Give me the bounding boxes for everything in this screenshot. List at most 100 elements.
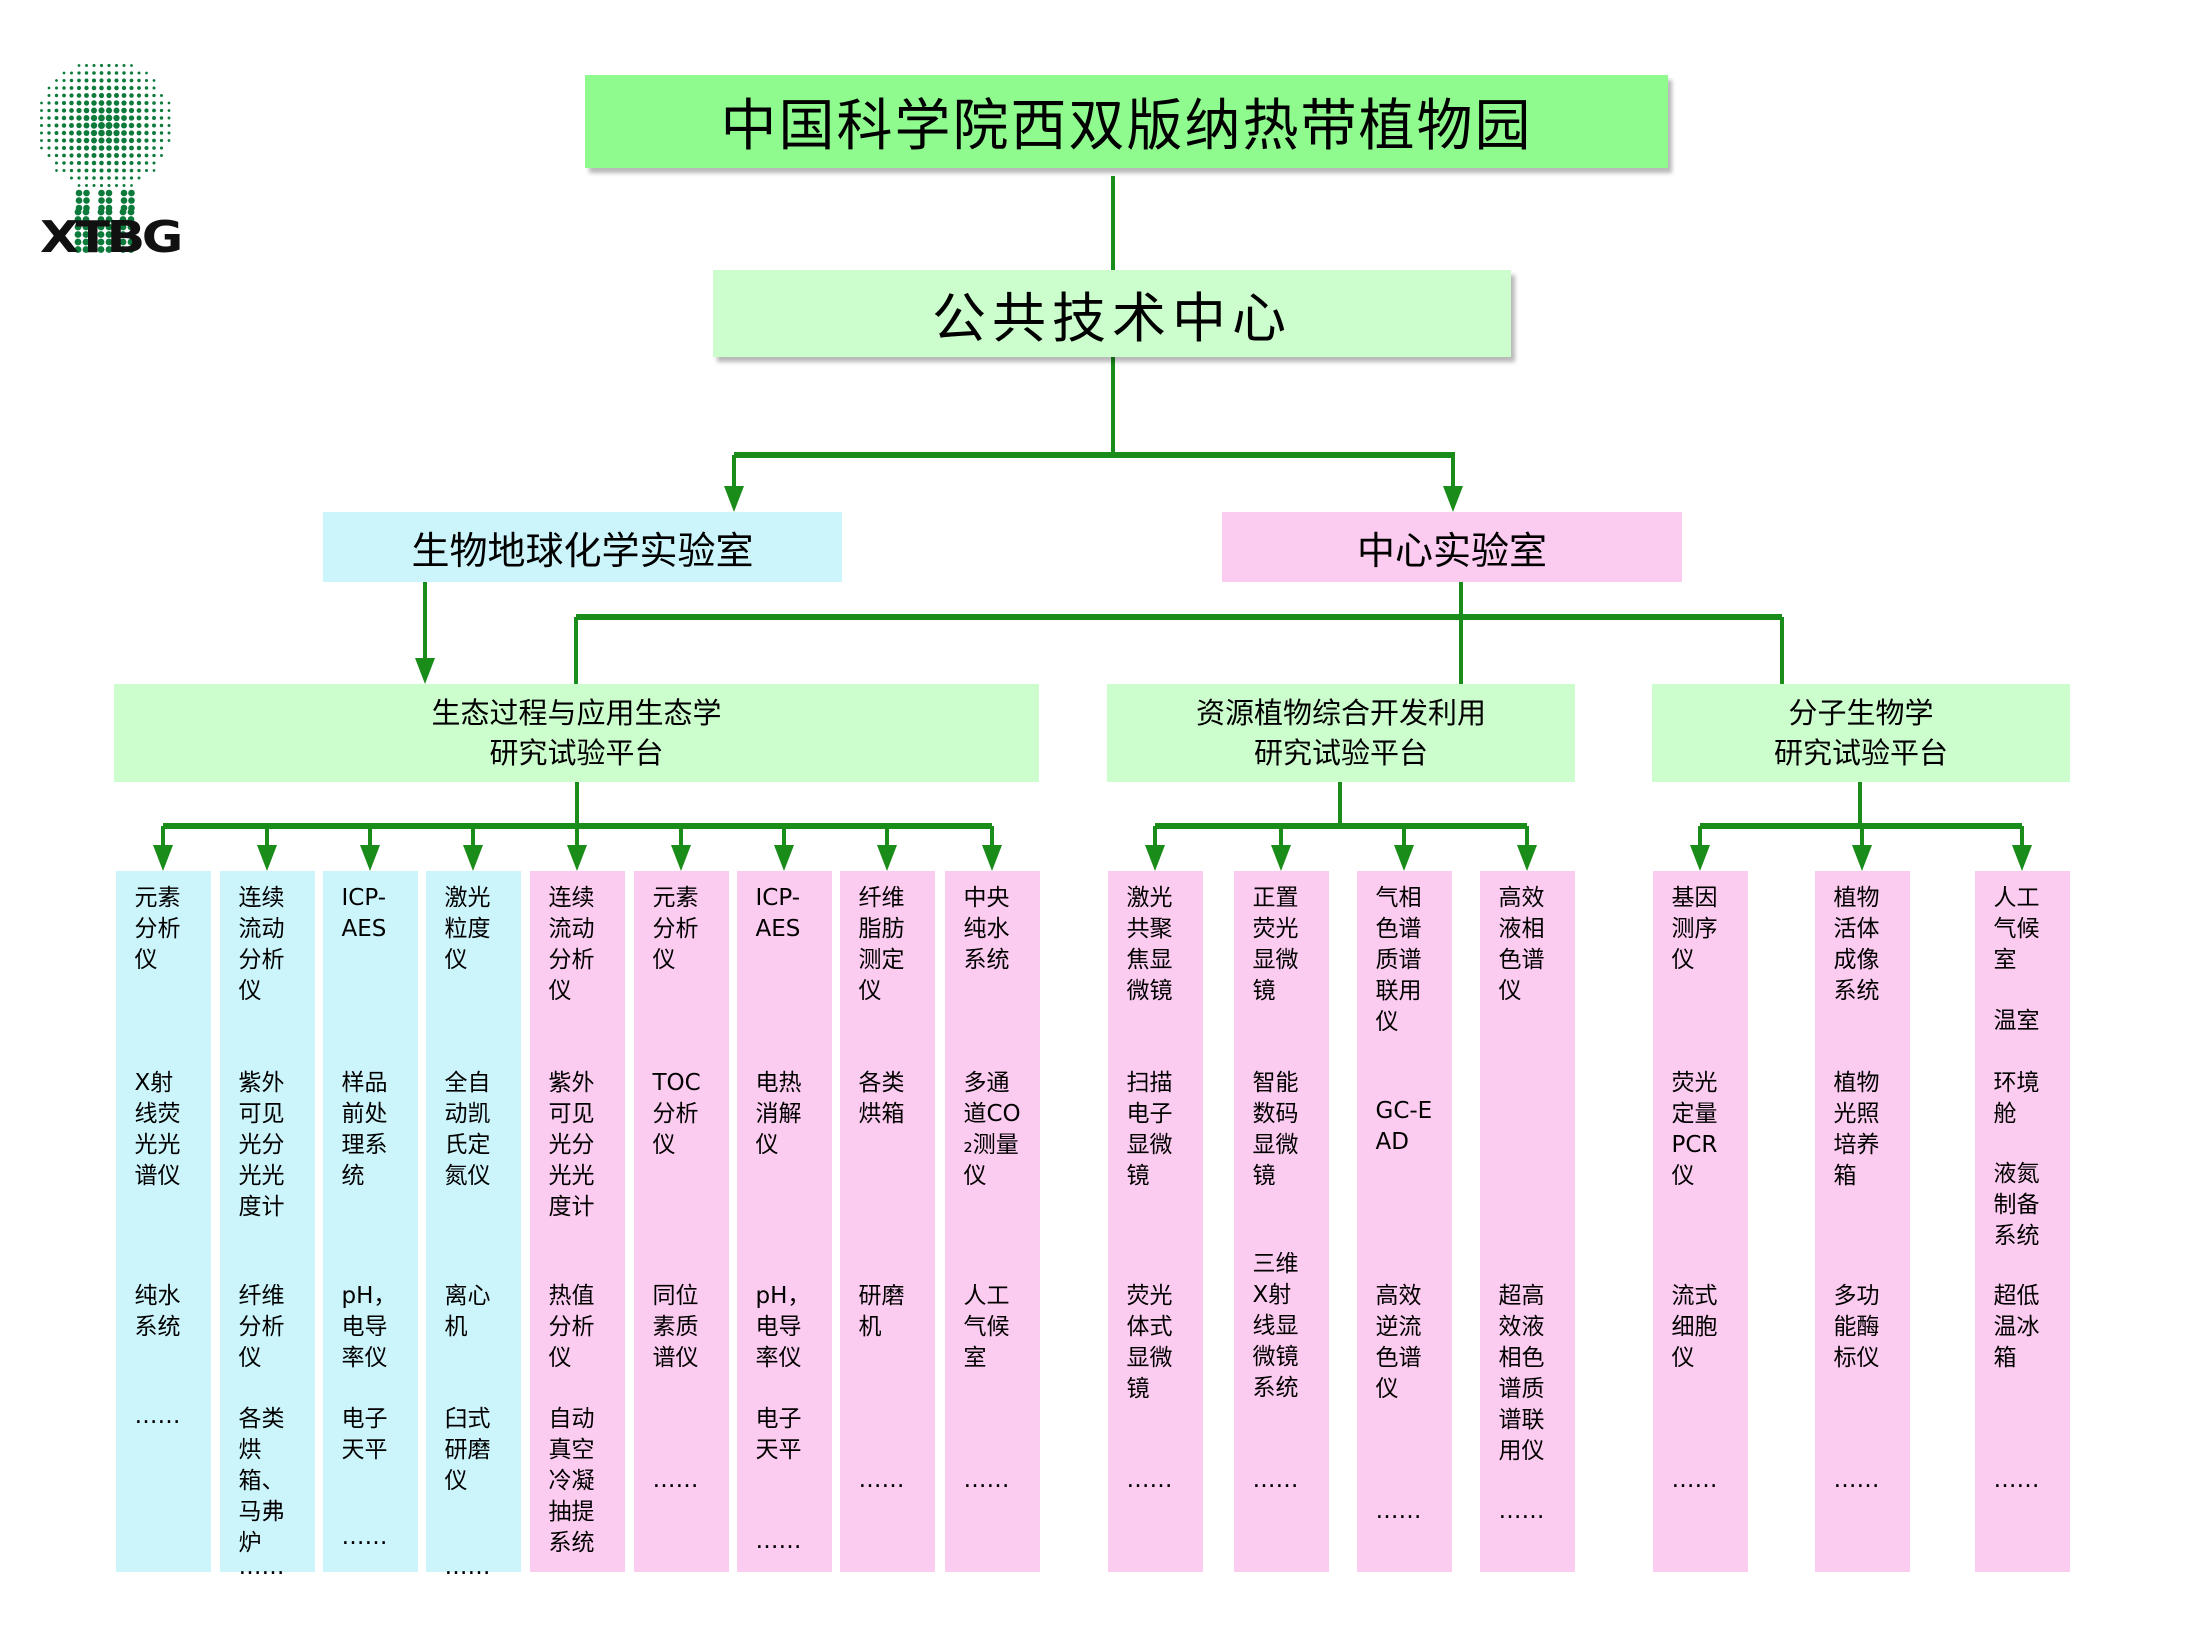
instrument-item: 人工气候室 xyxy=(963,1283,1010,1371)
instrument-item: 激光共聚焦显微镜 xyxy=(1126,885,1173,1004)
column-arrow-icon xyxy=(1690,845,1710,871)
instrument-item: 元素分析仪 xyxy=(652,885,699,973)
instrument-item: 离心机 xyxy=(444,1283,491,1340)
instrument-item: 正置荧光显微镜 xyxy=(1252,885,1299,1004)
platform-molecular-line1: 分子生物学 xyxy=(1788,696,1934,730)
instrument-item: 同位素质谱仪 xyxy=(652,1283,699,1371)
public-tech-center-label: 公共技术中心 xyxy=(932,287,1292,350)
more-ellipsis: …… xyxy=(963,1467,1010,1493)
column-arrow-icon xyxy=(1852,845,1872,871)
central-lab-label: 中心实验室 xyxy=(1356,528,1547,573)
more-ellipsis: …… xyxy=(341,1524,388,1550)
instrument-item: 中央纯水系统 xyxy=(963,885,1010,973)
instrument-item: GC-EAD xyxy=(1375,1098,1433,1155)
column-arrow-icon xyxy=(774,845,794,871)
instrument-item: 臼式研磨仪 xyxy=(444,1406,491,1494)
instrument-item: 荧光定量PCR仪 xyxy=(1671,1070,1718,1189)
instrument-item: 纤维脂肪测定仪 xyxy=(858,885,905,1004)
platform-ecology: 生态过程与应用生态学 研究试验平台 xyxy=(114,684,1039,782)
instrument-item: 人工气候室 xyxy=(1993,885,2040,973)
instrument-item: 紫外可见光分光光度计 xyxy=(548,1070,595,1220)
arrow-head-icon xyxy=(1443,486,1463,512)
instrument-column: 纤维脂肪测定仪各类烘箱研磨机 …… xyxy=(840,871,935,1572)
instrument-item: 电子天平 xyxy=(341,1406,388,1463)
instrument-item: pH，电导率仪 xyxy=(755,1283,811,1371)
column-arrow-icon xyxy=(1394,845,1414,871)
more-ellipsis: …… xyxy=(1126,1467,1173,1493)
instrument-item: 气相色谱质谱联用仪 xyxy=(1375,885,1422,1035)
more-ellipsis: …… xyxy=(1671,1467,1718,1493)
column-arrow-icon xyxy=(463,845,483,871)
column-arrow-icon xyxy=(153,845,173,871)
org-title: 中国科学院西双版纳热带植物园 xyxy=(720,94,1533,159)
org-title-box: 中国科学院西双版纳热带植物园 xyxy=(585,75,1668,168)
instrument-item: 多通道CO₂测量仪 xyxy=(963,1070,1021,1189)
column-arrow-icon xyxy=(257,845,277,871)
instrument-column: 激光共聚焦显微镜扫描电子显微镜荧光体式显微镜 …… xyxy=(1108,871,1203,1572)
platform-molecular-biology: 分子生物学 研究试验平台 xyxy=(1652,684,2070,782)
platform-molecular-line2: 研究试验平台 xyxy=(1773,736,1948,770)
more-ellipsis: …… xyxy=(858,1467,905,1493)
instrument-item: 液氮制备系统 xyxy=(1993,1161,2040,1249)
instrument-item: 超高效液相色谱质谱联用仪 xyxy=(1498,1283,1545,1464)
instrument-item: 植物光照培养箱 xyxy=(1833,1070,1880,1189)
instrument-column: 人工气候室温室环境舱液氮制备系统超低温冰箱…… xyxy=(1975,871,2070,1572)
more-ellipsis: …… xyxy=(1252,1467,1299,1493)
instrument-item: 自动真空冷凝抽提系统 xyxy=(548,1406,595,1556)
logo-text: XTBG xyxy=(40,212,183,263)
instrument-item: 荧光体式显微镜 xyxy=(1126,1283,1173,1402)
instrument-item: TOC分析仪 xyxy=(652,1070,701,1158)
more-ellipsis: …… xyxy=(1993,1467,2040,1493)
instrument-item: 激光粒度仪 xyxy=(444,885,491,973)
instrument-item: 扫描电子显微镜 xyxy=(1126,1070,1173,1189)
instrument-item: 流式细胞仪 xyxy=(1671,1283,1718,1371)
more-ellipsis: …… xyxy=(1833,1467,1880,1493)
instrument-item: pH，电导率仪 xyxy=(341,1283,397,1371)
platform-ecology-line2: 研究试验平台 xyxy=(489,736,664,770)
instrument-column: 连续流动分析仪紫外可见光分光光度计纤维分析仪各类烘箱、马弗炉…… xyxy=(220,871,315,1580)
instrument-column: 基因测序仪荧光定量PCR仪流式细胞仪…… xyxy=(1653,871,1748,1572)
instrument-item: 连续流动分析仪 xyxy=(548,885,595,1004)
instrument-item: 电子天平 xyxy=(755,1406,802,1463)
instrument-item: 环境舱 xyxy=(1993,1070,2040,1127)
column-arrow-icon xyxy=(982,845,1002,871)
instrument-item: 研磨机 xyxy=(858,1283,905,1340)
more-ellipsis: …… xyxy=(1498,1498,1545,1524)
instrument-item: X射线荧光光谱仪 xyxy=(134,1070,181,1189)
instrument-item: 三维X射线显微镜系统 xyxy=(1252,1251,1299,1401)
instrument-item: ICP-AES xyxy=(755,885,801,942)
public-tech-center-box: 公共技术中心 xyxy=(713,270,1511,357)
instrument-item: 电热消解仪 xyxy=(755,1070,802,1158)
logo-tree-icon xyxy=(40,63,171,253)
instrument-item: 元素分析仪 xyxy=(134,885,181,973)
instrument-item: 各类烘箱、马弗炉 xyxy=(238,1406,285,1556)
column-arrow-icon xyxy=(1517,845,1537,871)
instrument-item: 全自动凯氏定氮仪 xyxy=(444,1070,491,1189)
column-arrow-icon xyxy=(671,845,691,871)
central-lab-box: 中心实验室 xyxy=(1222,512,1682,582)
arrow-head-icon xyxy=(415,658,435,684)
instrument-column: 中央纯水系统多通道CO₂测量仪人工气候室 …… xyxy=(945,871,1040,1572)
more-ellipsis: …… xyxy=(238,1554,285,1580)
instrument-item: 样品前处理系统 xyxy=(341,1070,388,1189)
arrow-head-icon xyxy=(724,486,744,512)
platform-ecology-line1: 生态过程与应用生态学 xyxy=(431,696,722,730)
column-arrow-icon xyxy=(1145,845,1165,871)
instrument-item: 多功能酶标仪 xyxy=(1833,1283,1880,1371)
instrument-item: 各类烘箱 xyxy=(858,1070,905,1127)
column-arrow-icon xyxy=(877,845,897,871)
instrument-item: 高效液相色谱仪 xyxy=(1498,885,1545,1004)
platform-resource-line2: 研究试验平台 xyxy=(1253,736,1428,770)
biogeochem-lab-box: 生物地球化学实验室 xyxy=(323,512,842,582)
instrument-column: 正置荧光显微镜智能数码显微镜三维X射线显微镜系统 …… xyxy=(1234,871,1329,1572)
instrument-item: 智能数码显微镜 xyxy=(1252,1070,1299,1189)
more-ellipsis: …… xyxy=(1375,1498,1422,1524)
instrument-column: 高效液相色谱仪超高效液相色谱质谱联用仪 …… xyxy=(1480,871,1575,1572)
column-arrow-icon xyxy=(567,845,587,871)
biogeochem-lab-label: 生物地球化学实验室 xyxy=(411,528,754,573)
